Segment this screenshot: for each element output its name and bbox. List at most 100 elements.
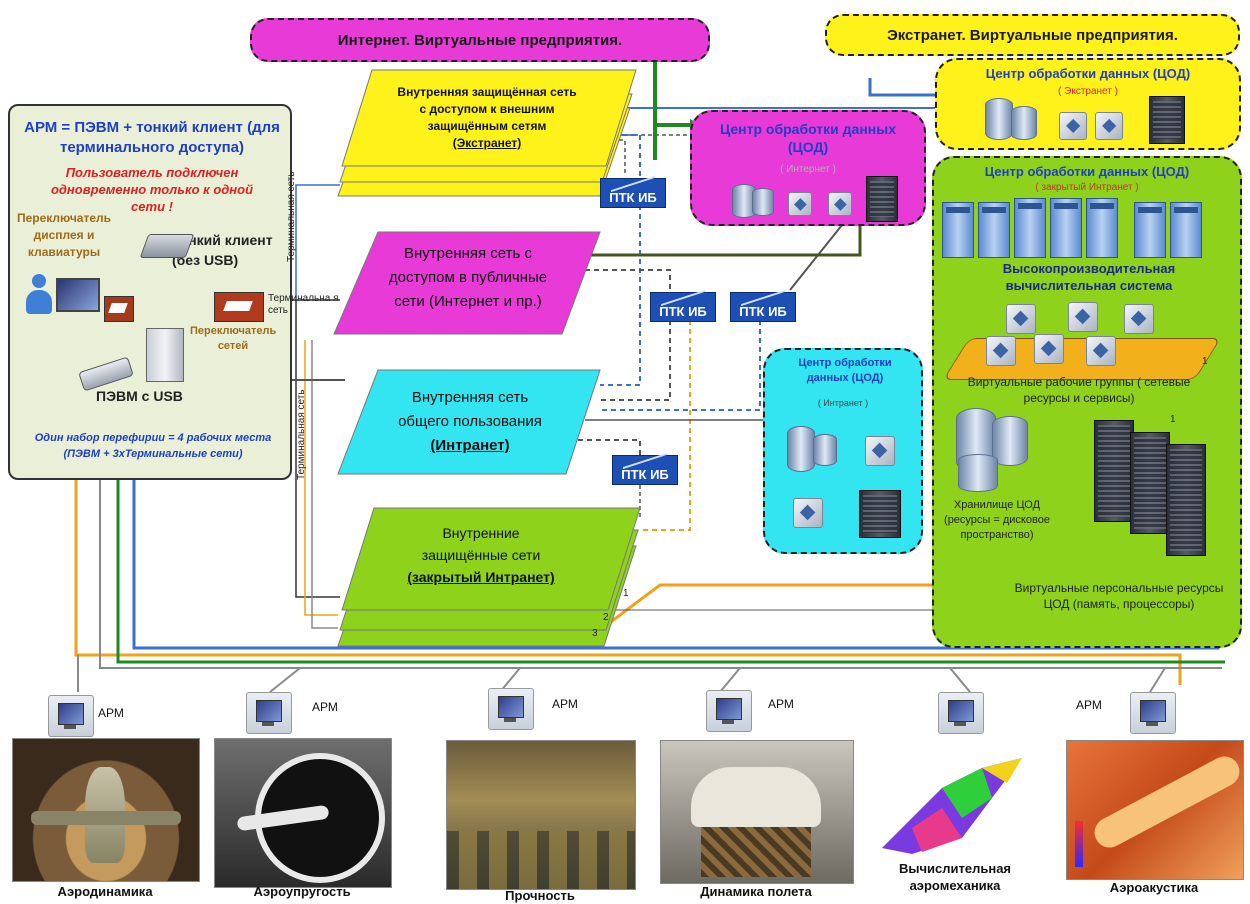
dc-closed: Центр обработки данных (ЦОД) ( закрытый …: [932, 156, 1242, 648]
photo-aeroacoustics: [1066, 740, 1244, 880]
workstation-icon-1[interactable]: [48, 695, 94, 737]
ptk-ib-internet: ПТК ИБ: [650, 292, 716, 322]
vgroup-router-2: [1068, 302, 1098, 332]
closed-net-line1: Внутренние: [442, 525, 520, 541]
extranet-net-line4: (Экстранет): [452, 136, 522, 150]
intranet-net-line2: общего пользования: [398, 413, 542, 430]
closed-net-line2: защищённые сети: [421, 547, 541, 563]
dc-internet-router-icon-2: [828, 192, 852, 216]
extranet-banner: Экстранет. Виртуальные предприятия.: [825, 14, 1240, 56]
photo-computational-aeromechanics: [872, 748, 1032, 858]
hpc-rack-1: [942, 202, 974, 258]
terminal-label-2: Терминальна я сеть: [268, 293, 339, 316]
intranet-net-line1: Внутренняя сеть: [411, 389, 529, 406]
ptk-ib-label-1: ПТК ИБ: [609, 190, 657, 205]
dc-intranet-storage-icon: [787, 426, 815, 472]
switch-net-device: [214, 292, 264, 322]
dc-internet-title: Центр обработки данных (ЦОД): [719, 121, 896, 155]
dc-intranet-sub: ( Интранет ): [817, 398, 869, 408]
dc-extranet-router-icon-2: [1095, 112, 1123, 140]
dc-internet-sub: ( Интернет ): [780, 164, 836, 175]
closed-net-layer-1: [341, 507, 641, 611]
thin-client-label: Тонкий клиент (без USB): [172, 232, 273, 268]
vresources-label: Виртуальные персональные ресурсы ЦОД (па…: [1014, 581, 1224, 611]
bus-green: [116, 470, 1225, 664]
photo-flight-dynamics: [660, 740, 854, 884]
vgroup-router-5: [1034, 334, 1064, 364]
caption-aeroacoustics: Аэроакустика: [1109, 880, 1199, 895]
dc-internet-storage-icon-2: [752, 188, 774, 216]
dc-extranet-router-icon: [1059, 112, 1087, 140]
caption-strength: Прочность: [505, 888, 575, 903]
switch-display-label: Переключатель дисплея и клавиатуры: [16, 211, 112, 259]
vgroup-router-1: [1006, 304, 1036, 334]
vgroup-router-4: [986, 336, 1016, 366]
workstation-icon-2[interactable]: [246, 692, 292, 734]
caption-computational-aeromechanics: Вычислительная аэромеханика: [898, 861, 1012, 893]
dc-intranet: Центр обработки данных (ЦОД) ( Интранет …: [763, 348, 923, 554]
extranet-net-line2: с доступом к внешним: [419, 102, 555, 116]
vgroup-router-6: [1086, 336, 1116, 366]
ptk-ib-intranet: ПТК ИБ: [612, 455, 678, 485]
hpc-label: Высокопроизводительная вычислительная си…: [1002, 261, 1176, 293]
closed-server-3: [1166, 444, 1206, 556]
hpc-rack-6: [1134, 202, 1166, 258]
closed-number-1b: 1: [1170, 414, 1176, 425]
closed-line-number-2: 2: [603, 612, 609, 623]
intranet-net-line3: (Интранет): [430, 437, 510, 454]
internet-banner-label: Интернет. Виртуальные предприятия.: [337, 31, 623, 49]
dc-intranet-storage-icon-2: [813, 434, 837, 466]
dc-internet-server-icon: [866, 176, 898, 222]
dc-closed-title: Центр обработки данных (ЦОД): [984, 164, 1190, 179]
workstation-arm-label-6: АРМ: [1076, 698, 1102, 712]
ptk-ib-label-4: ПТК ИБ: [621, 467, 669, 482]
closed-server-1: [1094, 420, 1134, 522]
dc-intranet-server-icon: [859, 490, 901, 538]
storage-label: Хранилище ЦОД (ресурсы = дисковое простр…: [944, 499, 1050, 541]
hpc-rack-4: [1050, 198, 1082, 258]
hpc-rack-7: [1170, 202, 1202, 258]
workstation-icon-6[interactable]: [1130, 692, 1176, 734]
internet-net-shape: [333, 231, 601, 335]
dc-intranet-router-icon-2: [793, 498, 823, 528]
internet-net-text: Внутренняя сеть с доступом в публичные с…: [358, 242, 578, 314]
workstation-icon-4[interactable]: [706, 690, 752, 732]
ptk-ib-label-2: ПТК ИБ: [659, 304, 707, 319]
hpc-rack-3: [1014, 198, 1046, 258]
storage-drum-3: [958, 454, 998, 492]
closed-net-text: Внутренние защищённые сети (закрытый Инт…: [366, 522, 596, 588]
dc-extranet-storage-icon: [985, 98, 1013, 140]
caption-aeroelasticity: Аэроупругость: [253, 884, 351, 899]
workstation-icon-3[interactable]: [488, 688, 534, 730]
vgroup-router-3: [1124, 304, 1154, 334]
dc-internet-router-icon: [788, 192, 812, 216]
arm-title: АРМ = ПЭВМ + тонкий клиент (для терминал…: [24, 119, 280, 156]
workstation-arm-label-2: АРМ: [312, 700, 338, 714]
vgroups-label: Виртуальные рабочие группы ( сетевые рес…: [967, 375, 1191, 405]
storage-drum-2: [992, 416, 1028, 466]
photo-strength: [446, 740, 636, 890]
extranet-banner-label: Экстранет. Виртуальные предприятия.: [887, 26, 1178, 44]
internet-net-line1: Внутренняя сеть с: [403, 245, 533, 262]
switch-display-device: [104, 296, 134, 322]
dc-extranet-server-icon: [1149, 96, 1185, 144]
workstation-icon-5[interactable]: [938, 692, 984, 734]
pc-label: ПЭВМ с USB: [96, 388, 183, 404]
caption-flight-dynamics: Динамика полета: [700, 884, 812, 899]
extranet-net-text: Внутренняя защищённая сеть с доступом к …: [382, 84, 592, 152]
pc-tower-icon: [146, 328, 184, 382]
dc-closed-sub: ( закрытый Интранет ): [1035, 182, 1139, 193]
caption-aerodynamics: Аэродинамика: [57, 884, 153, 899]
workstation-arm-label-3: АРМ: [552, 697, 578, 711]
ptk-ib-label-3: ПТК ИБ: [739, 304, 787, 319]
closed-server-2: [1130, 432, 1170, 534]
closed-number-1a: 1: [1202, 356, 1208, 367]
extranet-net-line1: Внутренняя защищённая сеть: [397, 85, 577, 99]
arm-warning: Пользователь подключен одновременно толь…: [50, 165, 254, 214]
photo-aeroelasticity: [214, 738, 392, 888]
dc-extranet-title: Центр обработки данных (ЦОД): [985, 66, 1191, 81]
extranet-net-layer-1: [341, 69, 637, 167]
hpc-rack-5: [1086, 198, 1118, 258]
closed-line-number-1: 1: [623, 588, 629, 599]
